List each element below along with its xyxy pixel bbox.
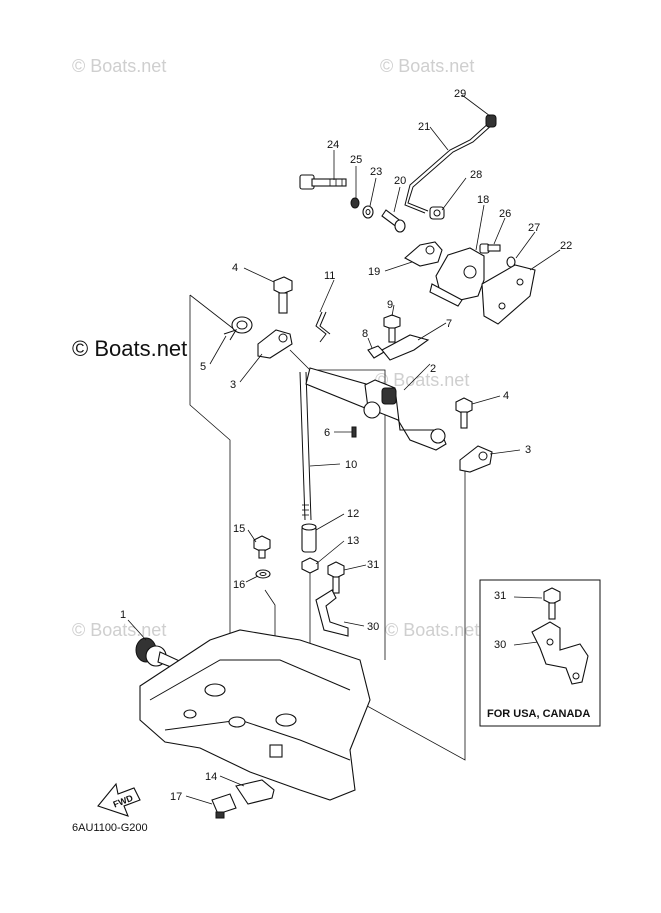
callout-14: 14 [205,771,217,783]
part-4-bolt-upper [273,276,293,314]
part-29-clip [485,114,497,128]
callout-7: 7 [446,318,452,330]
callout-8: 8 [362,328,368,340]
callout-2: 2 [430,363,436,375]
part-10-control-rod [299,371,312,521]
part-6-pin [351,426,357,438]
callout-10: 10 [345,459,357,471]
watermark-center-left: © Boats.net [72,336,187,361]
part-22-bracket [481,264,536,325]
callout-leaders [127,94,561,805]
callout-11: 11 [324,270,335,282]
part-2-shaft-assembly [305,367,447,451]
callout-18: 18 [477,194,489,206]
forward-direction-arrow: FWD [97,782,141,817]
callout-4-upper: 4 [232,262,238,274]
part-13-nut [301,557,319,574]
inset-callout-30: 30 [494,639,506,651]
part-15-bolt [253,535,271,559]
part-23-washer [362,205,374,219]
part-20-collar [381,209,406,233]
part-11-clip [315,311,331,343]
callout-5: 5 [200,361,206,373]
callout-9: 9 [387,299,393,311]
callout-29: 29 [454,88,466,100]
callout-6: 6 [324,427,330,439]
watermark-center-right: © Boats.net [375,370,469,390]
callout-17: 17 [170,791,182,803]
callout-23: 23 [370,166,382,178]
inset-caption: FOR USA, CANADA [487,708,590,720]
diagram-part-code: 6AU1100-G200 [72,822,148,834]
callout-30: 30 [367,621,379,633]
part-28-collar [429,206,445,220]
part-25-washer [350,197,360,209]
watermark-lower-left: © Boats.net [72,620,166,640]
callout-22: 22 [560,240,572,252]
part-16-washer [255,569,271,579]
part-19-lever [404,241,443,267]
watermark-top-right: © Boats.net [380,56,474,76]
callout-1: 1 [120,609,126,621]
part-3-joint-right [459,445,493,473]
part-24-bolt [299,174,347,190]
inset-callout-31: 31 [494,590,506,602]
callout-4-right: 4 [503,390,509,402]
part-21-link-rod [404,121,494,214]
callout-16: 16 [233,579,245,591]
callout-numbers: 29 21 24 25 23 20 28 18 26 27 22 19 4 11… [120,88,572,803]
part-30-bracket [315,589,349,637]
callout-21: 21 [418,121,430,133]
inset-part-30-bracket [531,621,589,685]
callout-28: 28 [470,169,482,181]
callout-27: 27 [528,222,540,234]
part-14-plate [235,779,275,805]
part-5-clip [223,316,253,341]
part-8-clip [367,345,385,359]
part-26-screw [479,243,501,254]
watermark-top-left: © Boats.net [72,56,166,76]
watermark-lower-right: © Boats.net [385,620,479,640]
inset-usa-canada: 31 30 FOR USA, CANADA [479,579,601,727]
part-17-clamp [211,793,237,819]
callout-19: 19 [368,266,380,278]
callout-12: 12 [347,508,359,520]
bottom-cowling [139,629,371,801]
part-7-plate [381,334,430,361]
callout-15: 15 [233,523,245,535]
callout-31: 31 [367,559,379,571]
callout-13: 13 [347,535,359,547]
part-31-screw [327,561,345,594]
callout-24: 24 [327,139,339,151]
part-9-screw [383,314,401,343]
inset-part-31-screw [543,587,561,620]
callout-20: 20 [394,175,406,187]
part-3-joint-upper [257,329,293,359]
callout-3-right: 3 [525,444,531,456]
callout-25: 25 [350,154,362,166]
part-4-bolt-right [455,397,473,429]
part-18-throttle-cam [429,247,485,307]
part-12-collar [301,523,317,553]
callout-26: 26 [499,208,511,220]
callout-3-upper: 3 [230,379,236,391]
